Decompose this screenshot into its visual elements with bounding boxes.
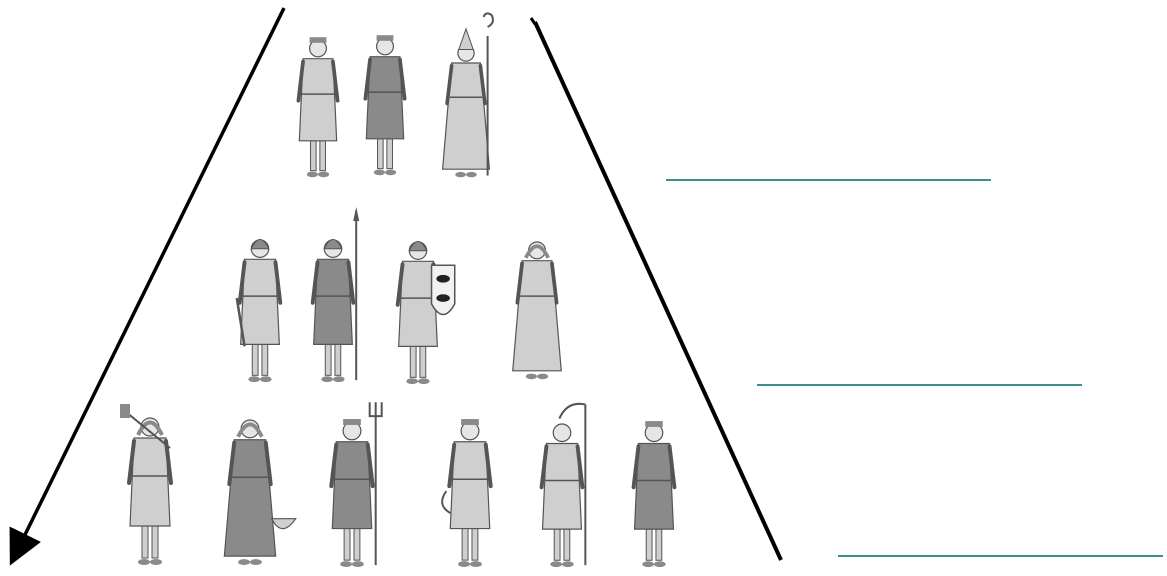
- peasant-tool-icon: [634, 421, 675, 567]
- peasant-woman-basket-icon: [224, 420, 295, 565]
- knight-shield-icon: [398, 242, 455, 385]
- peasant-sickle-icon: [442, 419, 491, 567]
- bottom-tier-answer-line[interactable]: [838, 555, 1163, 557]
- nobleman-icon: [298, 37, 337, 177]
- soldier-spear-icon: [313, 207, 360, 382]
- figures-layer: [120, 13, 674, 567]
- lord-icon: [365, 35, 404, 175]
- peasant-hoe-icon: [120, 404, 171, 565]
- middle-tier-answer-line[interactable]: [757, 384, 1082, 386]
- monk-icon: [513, 242, 562, 379]
- bishop-icon: [443, 13, 493, 177]
- peasant-scythe-icon: [542, 404, 586, 567]
- peasant-pitchfork-icon: [331, 402, 381, 567]
- knight-sword-icon: [237, 240, 280, 383]
- top-tier-answer-line[interactable]: [666, 179, 991, 181]
